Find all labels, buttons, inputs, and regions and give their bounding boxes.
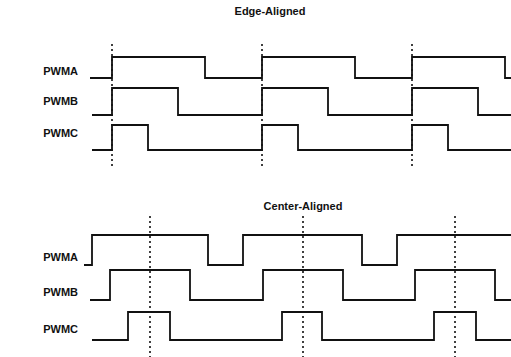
section-heading: Center-Aligned bbox=[264, 201, 343, 212]
center-marker bbox=[149, 216, 151, 357]
pwm-waveform bbox=[90, 270, 511, 300]
pwm-waveform bbox=[92, 88, 511, 115]
center-marker bbox=[454, 216, 456, 357]
pwm-waveform bbox=[84, 235, 511, 265]
pwm-waveform bbox=[92, 312, 511, 340]
signal-name: PWMA bbox=[43, 66, 78, 77]
pwm-waveform bbox=[90, 57, 511, 78]
pwm-waveform bbox=[92, 125, 511, 150]
waveforms bbox=[84, 57, 511, 340]
signal-name: PWMA bbox=[43, 252, 78, 263]
center-marker bbox=[302, 216, 304, 357]
signal-name: PWMC bbox=[43, 324, 78, 335]
sync-markers bbox=[112, 44, 455, 357]
signal-name: PWMB bbox=[43, 287, 78, 298]
signal-name: PWMB bbox=[43, 96, 78, 107]
section-heading: Edge-Aligned bbox=[235, 6, 306, 17]
signal-name: PWMC bbox=[43, 128, 78, 139]
